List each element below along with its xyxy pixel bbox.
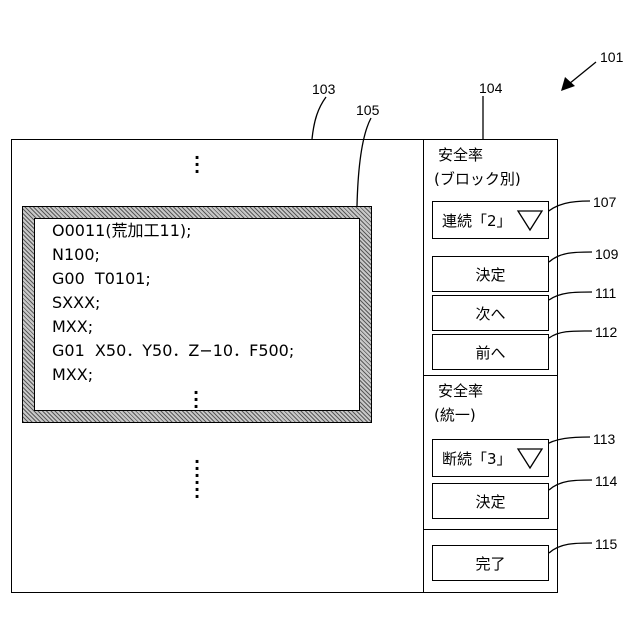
ref-109: 109: [595, 246, 618, 262]
program-line: O0011(荒加工11);: [52, 222, 192, 240]
program-line: N100;: [52, 246, 100, 264]
next-block-button[interactable]: 次へ: [432, 295, 549, 331]
finish-button[interactable]: 完了: [432, 545, 549, 581]
ref-112: 112: [595, 324, 617, 340]
ref-104: 104: [479, 80, 502, 96]
triangle-down-icon: [516, 208, 544, 232]
program-line: G00 T0101;: [52, 270, 151, 288]
program-line: MXX;: [52, 318, 93, 336]
unified-safety-select[interactable]: 断続「3」: [432, 439, 549, 477]
ref-113: 113: [593, 431, 615, 447]
block-safety-select[interactable]: 連続「2」: [432, 201, 549, 239]
triangle-down-icon: [516, 446, 544, 470]
ref-103: 103: [312, 81, 335, 97]
program-text-box[interactable]: O0011(荒加工11); N100; G00 T0101; SXXX; MXX…: [34, 218, 360, 411]
section-divider: [424, 529, 557, 530]
program-line: SXXX;: [52, 294, 100, 312]
leader-103: [312, 97, 326, 139]
vertical-ellipsis-icon: · · · · · ·: [192, 458, 202, 500]
vertical-ellipsis-icon: · · ·: [192, 154, 202, 175]
ref-105: 105: [356, 102, 379, 118]
unified-safety-title: 安全率: [438, 380, 483, 402]
ref-115: 115: [595, 536, 617, 552]
block-safety-select-value: 連続「2」: [442, 210, 512, 231]
ref-111: 111: [595, 285, 616, 301]
program-line: MXX;: [52, 366, 93, 384]
block-decide-button[interactable]: 決定: [432, 256, 549, 292]
unified-safety-select-value: 断続「3」: [442, 448, 512, 469]
ref-101: 101: [600, 49, 623, 65]
ref-107: 107: [593, 194, 616, 210]
vertical-ellipsis-icon: · · ·: [191, 389, 201, 410]
safety-factor-panel: 安全率 (ブロック別) 連続「2」 決定 次へ 前へ 安全率 (統一) 断続「3…: [424, 139, 558, 593]
ref-114: 114: [595, 473, 617, 489]
block-safety-title: 安全率: [438, 144, 483, 166]
block-safety-subtitle: (ブロック別): [434, 168, 521, 190]
unified-decide-button[interactable]: 決定: [432, 483, 549, 519]
program-block-frame: O0011(荒加工11); N100; G00 T0101; SXXX; MXX…: [22, 206, 372, 423]
program-line: G01 X50．Y50．Z−10．F500;: [52, 342, 294, 360]
unified-safety-subtitle: (統一): [434, 404, 476, 426]
previous-block-button[interactable]: 前へ: [432, 334, 549, 370]
section-divider: [424, 375, 557, 376]
arrow-icon: [561, 77, 575, 91]
